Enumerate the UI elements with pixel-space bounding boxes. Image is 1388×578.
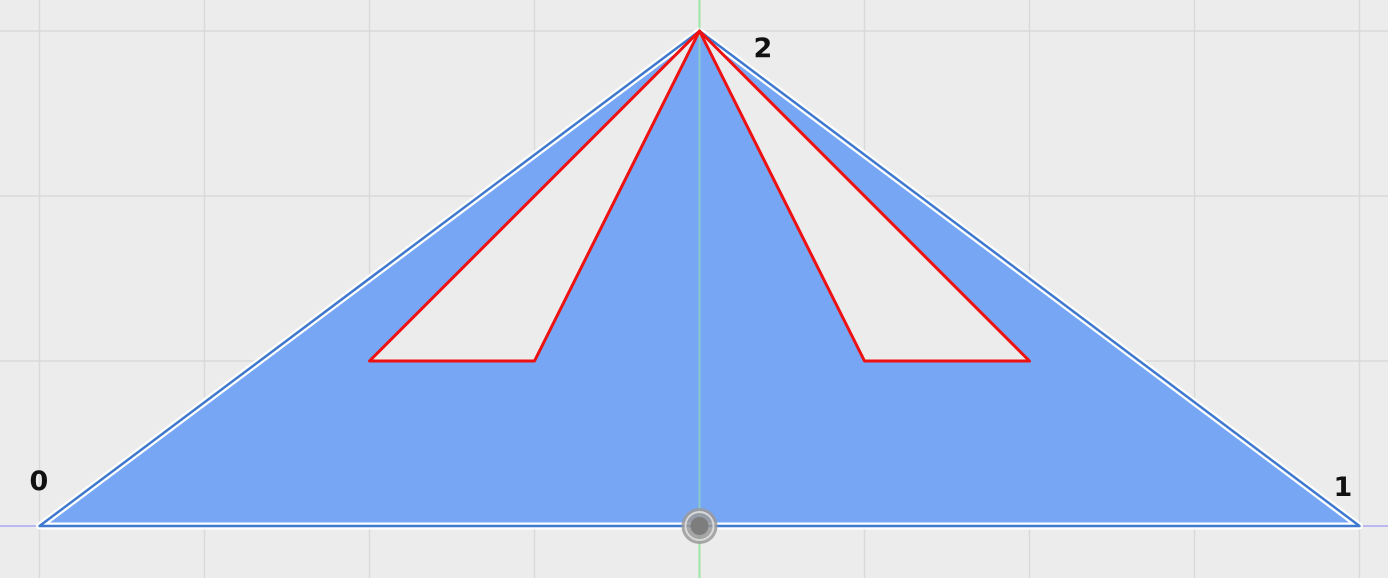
pivot-center-dot xyxy=(690,517,709,535)
pivot-ring xyxy=(684,511,715,541)
vertex-label-2: 2 xyxy=(754,33,773,64)
polygon-hole-0[interactable] xyxy=(368,29,701,363)
polygon-holes[interactable] xyxy=(368,29,1031,363)
origin-gizmo[interactable] xyxy=(681,508,718,544)
vertex-label-0: 0 xyxy=(30,466,49,497)
vertex-labels: 0 1 2 xyxy=(30,33,1353,503)
polygon-hole-1[interactable] xyxy=(698,29,1031,363)
vertex-label-1: 1 xyxy=(1334,472,1353,503)
